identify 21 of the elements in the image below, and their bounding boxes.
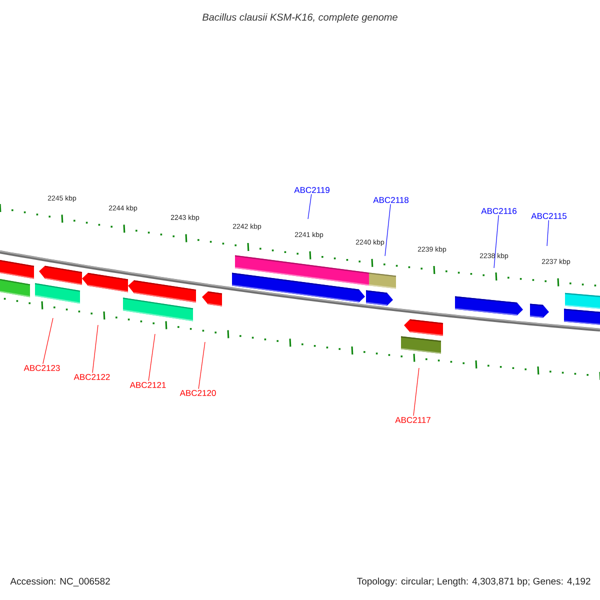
leader-line bbox=[308, 194, 312, 220]
gene-label: ABC2115 bbox=[531, 213, 567, 219]
gene-label: ABC2118 bbox=[373, 197, 408, 203]
leader-line bbox=[198, 342, 206, 390]
leader-line bbox=[384, 204, 391, 256]
leader-line bbox=[494, 214, 499, 268]
gene-label: ABC2119 bbox=[294, 187, 330, 193]
accession-label: Accession: NC_006582 bbox=[10, 578, 110, 586]
gene-label: ABC2116 bbox=[481, 208, 516, 214]
leader-line bbox=[546, 220, 550, 246]
title: Bacillus clausii KSM-K16, complete genome bbox=[202, 13, 398, 23]
leader-line bbox=[92, 324, 98, 374]
gene-label: ABC2117 bbox=[395, 417, 430, 423]
gene-label: ABC2120 bbox=[180, 390, 216, 396]
gene-label: ABC2121 bbox=[130, 382, 166, 388]
leader-line bbox=[148, 334, 156, 382]
leader-line bbox=[42, 318, 54, 364]
gene-label: ABC2122 bbox=[74, 374, 110, 380]
genome-info-label: Topology: circular; Length: 4,303,871 bp; Genes: 4,192 bbox=[357, 578, 590, 586]
leader-line bbox=[413, 368, 420, 416]
gene-label: ABC2123 bbox=[24, 365, 60, 371]
